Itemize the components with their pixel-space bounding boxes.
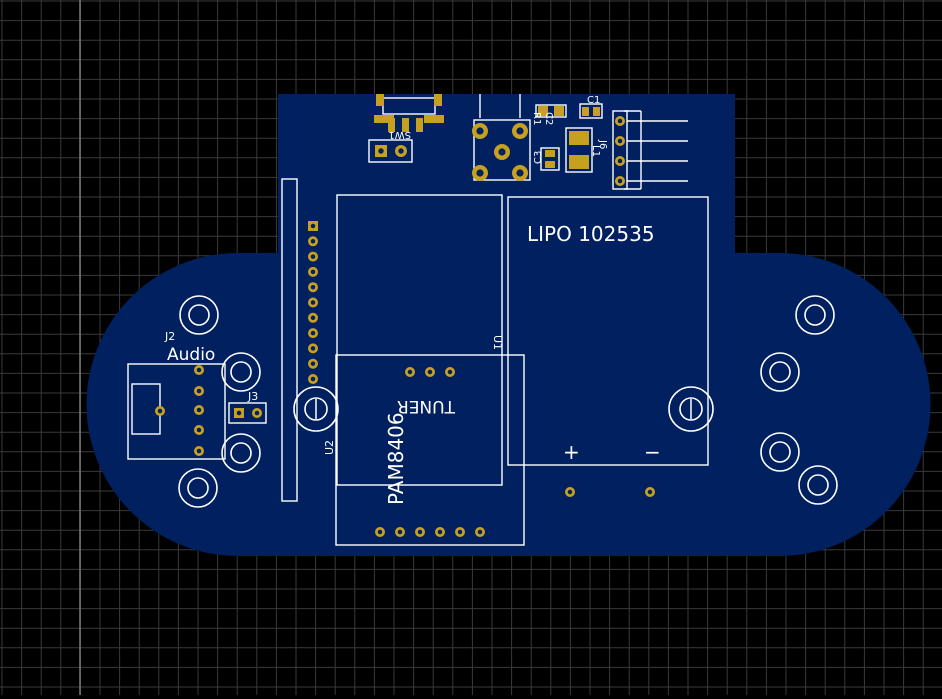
c1-outline <box>579 103 603 119</box>
pad-drill <box>310 284 316 290</box>
pad-drill <box>236 410 242 416</box>
c3-label: C3 <box>533 151 544 164</box>
pad-drill <box>647 489 653 495</box>
pad-drill <box>310 361 316 366</box>
pam-label: PAM8406 <box>384 412 408 505</box>
pad-drill <box>378 148 384 154</box>
mounting-hole-ring <box>221 433 261 473</box>
audio-label: Audio <box>167 345 215 365</box>
mounting-hole <box>769 441 791 463</box>
pad-drill <box>437 529 443 535</box>
mounting-holes <box>178 295 838 508</box>
j6-outline <box>612 110 628 190</box>
mounting-hole <box>807 474 829 496</box>
pad-drill <box>196 427 202 433</box>
u2-label: U2 <box>323 440 336 455</box>
mounting-hole <box>769 361 791 383</box>
silkscreen-text: LIPO 102535 Audio J2 J3 U2 PAM8406 TUNER… <box>164 95 661 505</box>
tactile-button-outline <box>473 119 531 181</box>
pad-drill <box>196 407 202 413</box>
mounting-hole <box>679 397 703 421</box>
plus-label: + <box>563 440 580 464</box>
c2-outline <box>535 104 567 118</box>
pad-drill <box>457 529 463 535</box>
lipo-label: LIPO 102535 <box>527 222 655 246</box>
pad-drill <box>447 369 453 375</box>
pad-drill <box>567 489 573 495</box>
pads-layer <box>155 116 655 537</box>
pad-drill <box>498 148 506 156</box>
pad-drill <box>310 300 316 305</box>
pad-drill <box>397 529 403 535</box>
c2-label: C2 <box>543 112 554 125</box>
j2-label: J2 <box>164 330 175 343</box>
pad-drill <box>196 367 202 373</box>
pad-drill <box>476 169 484 177</box>
mounting-hole-ring <box>760 432 800 472</box>
battery-outline <box>507 196 709 466</box>
r1-label: R1 <box>531 112 542 125</box>
pad-drill <box>310 269 316 275</box>
l1-outline <box>565 127 593 173</box>
l1-label: L1 <box>590 145 601 157</box>
smd-pads <box>374 94 600 169</box>
pad-drill <box>617 178 623 184</box>
pad-drill <box>617 118 623 124</box>
mounting-hole-ring <box>221 352 261 392</box>
pad-drill <box>310 315 316 321</box>
mounting-hole-ring <box>798 465 838 505</box>
amp-module-outline <box>335 354 525 546</box>
audio-jack-outline <box>127 363 226 460</box>
sw1-header-outline <box>368 139 413 163</box>
mounting-hole-ring <box>668 386 714 432</box>
c3-outline <box>540 147 560 171</box>
tuner-label: TUNER <box>397 396 456 416</box>
mounting-hole <box>188 304 210 326</box>
u1-label: U1 <box>491 335 504 350</box>
pad-drill <box>427 369 433 375</box>
minus-label: − <box>644 440 661 464</box>
pad-drill <box>476 127 484 135</box>
pad-drill <box>617 158 623 164</box>
pad-drill <box>310 223 316 229</box>
mounting-hole-ring <box>293 386 339 432</box>
pad-drill <box>407 369 413 375</box>
pad-drill <box>516 127 524 135</box>
pad-drill <box>617 138 623 144</box>
pad-drill <box>477 529 483 535</box>
silkscreen-layer <box>127 94 709 546</box>
j3-outline <box>228 402 267 424</box>
pad-drill <box>398 148 404 154</box>
mounting-hole-ring <box>760 352 800 392</box>
pad-drill <box>310 346 316 351</box>
pad-drill <box>310 330 316 336</box>
mounting-hole <box>804 304 826 326</box>
pad-drill <box>196 388 202 394</box>
pad-drill <box>157 408 163 414</box>
mounting-hole-ring <box>179 295 219 335</box>
pad-drill <box>516 169 524 177</box>
pad-drill <box>254 410 260 416</box>
mounting-hole <box>304 397 328 421</box>
mounting-hole-ring <box>178 468 218 508</box>
c1-label: C1 <box>587 95 600 106</box>
radio-module-outline <box>336 194 503 486</box>
left-header-outline <box>281 178 298 502</box>
pad-drill <box>310 254 316 259</box>
mounting-hole <box>187 477 209 499</box>
pad-drill <box>196 448 202 454</box>
mounting-hole <box>230 442 252 464</box>
sw1-label: SW1 <box>388 129 411 140</box>
j3-label: J3 <box>247 390 258 403</box>
pad-drill <box>377 529 383 535</box>
pad-drill <box>310 239 316 244</box>
pad-drill <box>417 529 423 535</box>
mounting-hole-ring <box>795 295 835 335</box>
mounting-hole <box>230 361 252 383</box>
pad-drill <box>310 376 316 382</box>
j6-label: J6 <box>597 139 608 149</box>
